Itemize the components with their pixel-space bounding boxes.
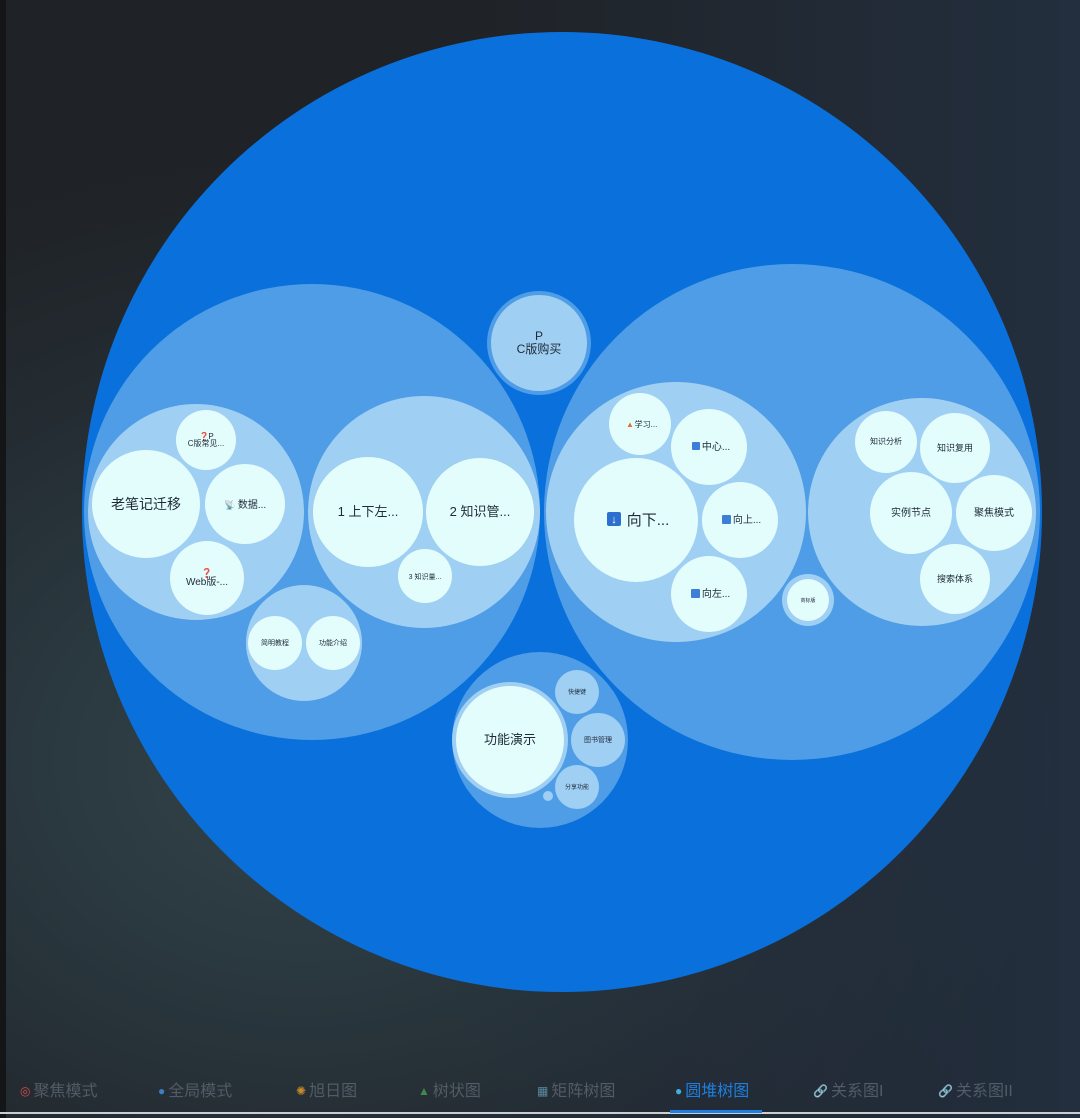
leaf-up-label: 向上... (733, 513, 761, 526)
arrow-up-icon (722, 515, 731, 524)
tab-label: 矩阵树图 (551, 1083, 616, 1100)
leaf-tutorial-label: 简明教程 (261, 638, 289, 647)
tab-sunburst[interactable]: ✺旭日图 (296, 1078, 357, 1104)
leaf-faq[interactable] (176, 410, 236, 470)
leaf-km-label: 2 知识管... (450, 504, 511, 519)
leaf-data-label: 数据... (238, 498, 266, 511)
link-icon: 🔗 (813, 1084, 828, 1098)
question-icon: ❓ (201, 567, 212, 578)
leaf-demo-label: 功能演示 (484, 732, 536, 747)
leaf-learn[interactable] (609, 393, 671, 455)
leaf-kq[interactable] (398, 549, 452, 603)
leaf-share-label: 分享功能 (565, 783, 589, 791)
left-edge (0, 0, 6, 1118)
active-tab-indicator (670, 1110, 762, 1113)
globe-icon: ● (158, 1084, 166, 1098)
leaf-instance[interactable] (870, 472, 952, 554)
leaf-faq-prefix: P (208, 432, 213, 441)
tab-label: 聚焦模式 (33, 1083, 98, 1100)
leaf-web[interactable] (170, 541, 244, 615)
tab-label: 关系图I (830, 1083, 884, 1100)
leaf-center-label: 中心... (702, 440, 730, 453)
circle-packing-chart: 老笔记迁移 ❓ P C版常见... 📡 数据... ❓ Web版-... 1 上… (82, 32, 1042, 992)
leaf-web-label: Web版-... (186, 575, 228, 588)
leaf-intro-label: 功能介绍 (319, 638, 347, 647)
tab-label: 全局模式 (168, 1083, 233, 1100)
tab-label: 旭日图 (309, 1083, 358, 1100)
leaf-analysis-label: 知识分析 (870, 436, 902, 446)
leaf-share[interactable] (555, 765, 599, 809)
tab-graph-2[interactable]: 🔗关系图II (938, 1078, 1013, 1104)
leaf-demo[interactable] (456, 686, 564, 794)
leaf-search-label: 搜索体系 (937, 573, 973, 584)
leaf-kq-label: 3 知识量... (409, 572, 442, 581)
leaf-instance-label: 实例节点 (891, 506, 931, 519)
leaf-pc-buy-label-1: P (535, 329, 543, 343)
leaf-shortcut-label: 快捷键 (568, 688, 586, 696)
leaf-tutorial[interactable] (248, 616, 302, 670)
leaf-center[interactable] (671, 409, 747, 485)
leaf-old-migrate-label: 老笔记迁移 (111, 496, 181, 512)
grid-icon: ▦ (537, 1084, 549, 1098)
leaf-learn-label: 学习... (635, 419, 658, 429)
leaf-up[interactable] (702, 482, 778, 558)
leaf-km[interactable] (426, 458, 534, 566)
leaf-down-label: 向下... (627, 512, 670, 529)
leaf-books[interactable] (571, 713, 625, 767)
leaf-pc-buy[interactable] (491, 295, 587, 391)
person-icon: ▲ (626, 420, 634, 429)
leaf-reuse[interactable] (920, 413, 990, 483)
leaf-left[interactable] (671, 556, 747, 632)
tab-circle-packing[interactable]: ●圆堆树图 (675, 1078, 749, 1104)
arrow-left-icon (691, 589, 700, 598)
leaf-search[interactable] (920, 544, 990, 614)
leaf-focus-label: 聚焦模式 (974, 506, 1014, 519)
tree-icon: ▲ (418, 1084, 430, 1098)
leaf-trademark-label: 商标版 (800, 597, 815, 604)
leaf-trademark[interactable] (787, 579, 829, 621)
arrow-down-icon (607, 512, 621, 526)
subgroup-guide-circle[interactable] (308, 396, 540, 628)
leaf-data[interactable] (205, 464, 285, 544)
tab-label: 树状图 (432, 1083, 481, 1100)
tab-focus-mode[interactable]: ◎聚焦模式 (20, 1078, 98, 1104)
target-icon: ◎ (20, 1084, 31, 1098)
leaf-books-label: 图书管理 (584, 735, 612, 744)
leaf-shortcut[interactable] (555, 670, 599, 714)
tab-label: 圆堆树图 (685, 1083, 750, 1100)
question-icon: ❓ (199, 431, 209, 441)
tab-global-mode[interactable]: ●全局模式 (158, 1078, 232, 1104)
globe-icon: ● (675, 1084, 683, 1098)
tab-treemap[interactable]: ▦矩阵树图 (537, 1078, 615, 1104)
leaf-reuse-label: 知识复用 (937, 442, 973, 453)
leaf-updown-label: 1 上下左... (338, 504, 399, 519)
arrow-down-glyph: ↓ (611, 514, 617, 526)
leaf-pc-buy-label-2: C版购买 (517, 341, 562, 356)
leaf-old-migrate[interactable] (92, 450, 200, 558)
tab-label: 关系图II (955, 1083, 1013, 1100)
tab-tree[interactable]: ▲树状图 (418, 1078, 481, 1104)
leaf-faq-label: C版常见... (188, 438, 224, 448)
subgroup-tutorial-circle[interactable] (246, 585, 362, 701)
tabbar-baseline (0, 1112, 1080, 1114)
sun-icon: ✺ (296, 1084, 307, 1098)
center-icon (692, 442, 700, 450)
leaf-analysis[interactable] (855, 411, 917, 473)
link-icon: 🔗 (938, 1084, 953, 1098)
chart-icon: 📡 (224, 499, 235, 510)
leaf-left-label: 向左... (702, 587, 730, 600)
leaf-intro[interactable] (306, 616, 360, 670)
leaf-updown[interactable] (313, 457, 423, 567)
leaf-dot[interactable] (543, 791, 553, 801)
leaf-down[interactable] (574, 458, 698, 582)
view-mode-tabbar: ◎聚焦模式 ●全局模式 ✺旭日图 ▲树状图 ▦矩阵树图 ●圆堆树图 🔗关系图I … (0, 1066, 1080, 1118)
tab-graph-1[interactable]: 🔗关系图I (813, 1078, 883, 1104)
leaf-focus[interactable] (956, 475, 1032, 551)
